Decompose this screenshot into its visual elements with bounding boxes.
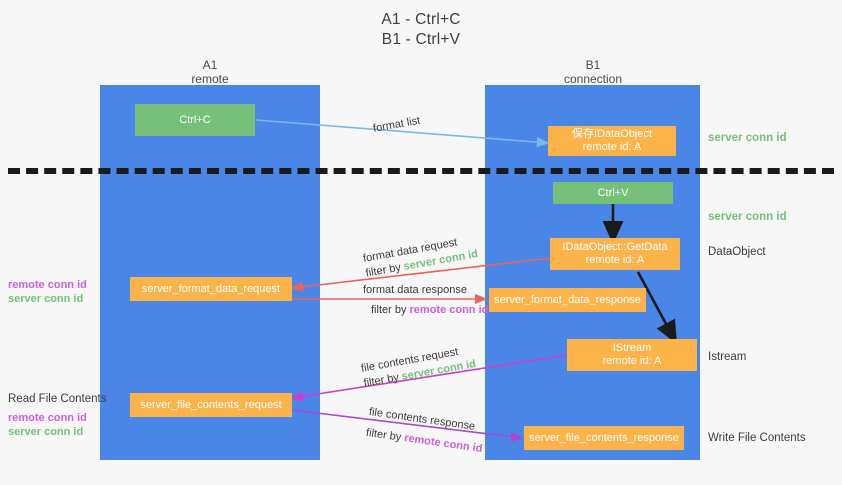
edge-caption-format-data-response: format data response filter by remote co… (363, 283, 488, 318)
column-a1-sub: remote (191, 72, 229, 86)
column-b1-sub: connection (563, 72, 623, 86)
node-idataobject-getdata[interactable]: IDataObject::GetData remote id: A (550, 238, 680, 270)
edge-caption-format-data-response-text: format data response (363, 284, 467, 296)
node-istream-line1: IStream (612, 342, 652, 354)
title-line-2: B1 - Ctrl+V (381, 31, 461, 48)
right-label-istream: Istream (708, 351, 747, 363)
node-istream[interactable]: IStream remote id: A (567, 339, 697, 371)
column-a1-name: A1 (202, 58, 218, 72)
node-idataobject-getdata-line1: IDataObject::GetData (562, 241, 668, 253)
left-label-conn-pair-1: remote conn id server conn id (8, 278, 87, 306)
left-label-conn-pair-2: remote conn id server conn id (8, 411, 87, 439)
filter-key-remote-conn-id: remote conn id (409, 304, 489, 316)
arrow-format-data-request (290, 257, 553, 292)
node-server-format-data-request[interactable]: server_format_data_request (130, 277, 292, 301)
node-server-format-data-request-label: server_format_data_request (141, 282, 281, 295)
right-label-dataobject: DataObject (708, 246, 766, 258)
page-title: A1 - Ctrl+C B1 - Ctrl+V (0, 10, 842, 50)
node-server-file-contents-request-label: server_file_contents_request (140, 398, 282, 411)
edge-filter-format-data-response: filter by remote conn id (363, 303, 488, 318)
node-ctrl-v[interactable]: Ctrl+V (553, 182, 673, 204)
right-label-server-conn-id-top: server conn id (708, 132, 787, 144)
left-label-read-file-contents: Read File Contents (8, 393, 107, 405)
node-saved-idataobject-line2: remote id: A (582, 141, 642, 153)
node-ctrl-c-label: Ctrl+C (179, 113, 211, 126)
node-saved-idataobject[interactable]: 保存IDataObject remote id: A (548, 126, 676, 156)
right-label-server-conn-id-mid: server conn id (708, 211, 787, 223)
filter-prefix: filter by (371, 304, 410, 316)
arrow-file-contents-response (291, 409, 524, 442)
left-label-server-conn-id-1: server conn id (8, 293, 84, 305)
left-label-remote-conn-id-2: remote conn id (8, 412, 87, 424)
arrow-file-contents-request (290, 354, 569, 402)
node-ctrl-v-label: Ctrl+V (597, 186, 629, 199)
node-server-file-contents-response[interactable]: server_file_contents_response (524, 426, 684, 450)
title-line-1: A1 - Ctrl+C (381, 11, 461, 28)
left-label-server-conn-id-2: server conn id (8, 426, 84, 438)
phase-divider (8, 168, 834, 174)
left-label-remote-conn-id-1: remote conn id (8, 279, 87, 291)
node-server-file-contents-request[interactable]: server_file_contents_request (130, 393, 292, 417)
filter-prefix: filter by (365, 426, 406, 445)
node-ctrl-c[interactable]: Ctrl+C (135, 104, 255, 136)
column-header-a1: A1 remote (120, 58, 300, 86)
column-header-b1: B1 connection (503, 58, 683, 86)
node-idataobject-getdata-line2: remote id: A (585, 254, 645, 266)
node-server-format-data-response-label: server_format_data_response (494, 293, 641, 306)
right-label-write-file-contents: Write File Contents (708, 432, 806, 444)
arrow-getdata-to-istream (636, 271, 677, 345)
column-b1-name: B1 (585, 58, 601, 72)
node-saved-idataobject-line1: 保存IDataObject (571, 128, 653, 140)
node-server-file-contents-response-label: server_file_contents_response (529, 431, 679, 444)
arrow-format-list (255, 119, 550, 148)
node-istream-line2: remote id: A (602, 355, 662, 367)
node-server-format-data-response[interactable]: server_format_data_response (489, 288, 646, 312)
